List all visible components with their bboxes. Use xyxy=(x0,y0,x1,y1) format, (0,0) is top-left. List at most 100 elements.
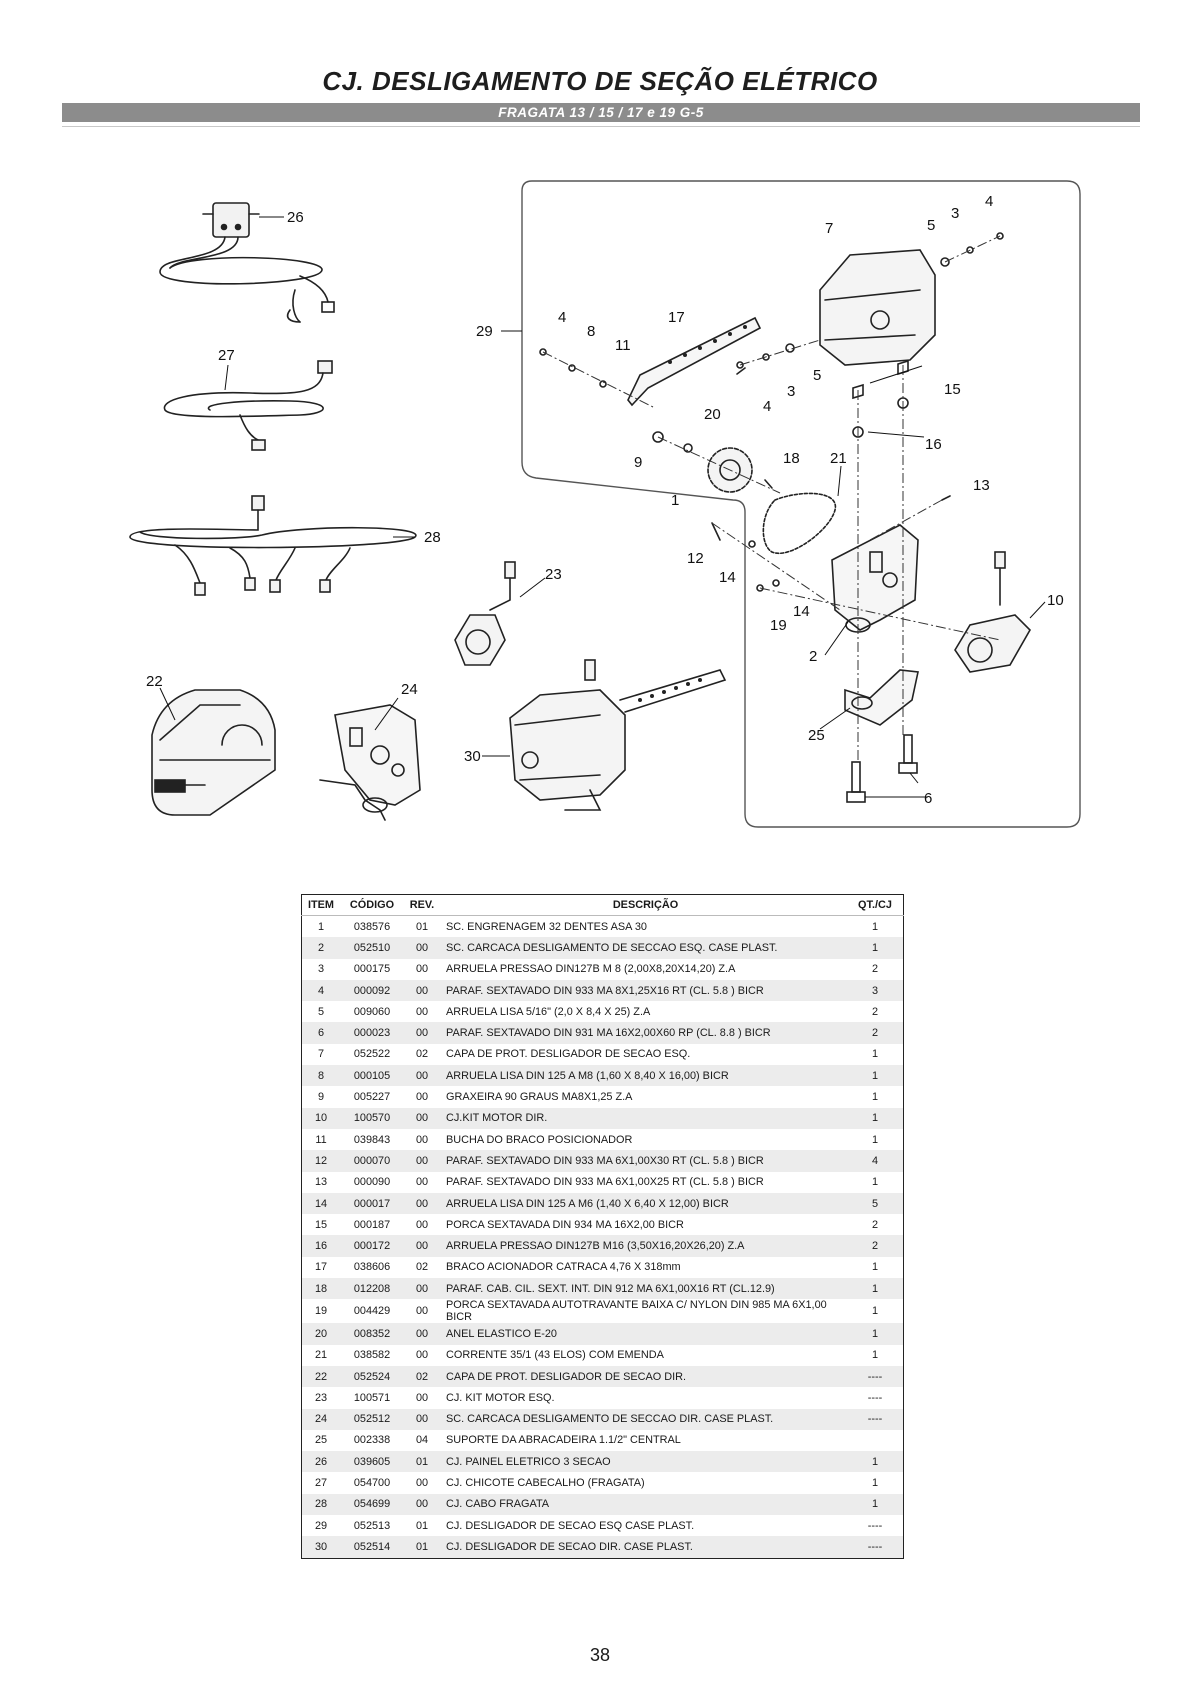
cell-item: 12 xyxy=(301,1150,340,1172)
model-subtitle-bar: FRAGATA 13 / 15 / 17 e 19 G-5 xyxy=(62,103,1140,122)
cell-rev: 02 xyxy=(404,1365,440,1388)
cell-codigo: 054699 xyxy=(340,1493,404,1516)
cell-codigo: 004429 xyxy=(340,1299,404,1324)
cell-descricao: ARRUELA PRESSAO DIN127B M 8 (2,00X8,20X1… xyxy=(440,958,847,980)
cell-codigo: 008352 xyxy=(340,1323,404,1345)
cell-descricao: PORCA SEXTAVADA DIN 934 MA 16X2,00 BICR xyxy=(440,1214,847,1236)
cell-codigo: 100571 xyxy=(340,1387,404,1409)
callout-numbers: 26 27 28 22 23 24 30 29 4 8 11 17 20 9 1… xyxy=(146,193,1064,807)
cell-codigo: 038576 xyxy=(340,915,404,938)
construction-lines xyxy=(542,235,1001,760)
callout-8: 8 xyxy=(587,323,595,340)
chain-21 xyxy=(762,492,837,555)
motor-kit-10 xyxy=(954,551,1031,673)
housing-2 xyxy=(831,524,919,633)
callout-19: 19 xyxy=(770,617,787,634)
cell-qt: ---- xyxy=(847,1536,904,1559)
housing-24 xyxy=(319,704,421,821)
cell-descricao: PARAF. SEXTAVADO DIN 933 MA 8X1,25X16 RT… xyxy=(440,979,847,1002)
cell-item: 29 xyxy=(301,1515,340,1537)
cell-item: 15 xyxy=(301,1214,340,1236)
callout-6: 6 xyxy=(924,790,932,807)
cell-codigo: 054700 xyxy=(340,1472,404,1494)
cell-descricao: PARAF. SEXTAVADO DIN 931 MA 16X2,00X60 R… xyxy=(440,1022,847,1044)
assembly-29-frame xyxy=(521,180,1081,828)
cell-qt: 5 xyxy=(847,1192,904,1215)
cell-qt: 1 xyxy=(847,1344,904,1366)
cell-descricao: PORCA SEXTAVADA AUTOTRAVANTE BAIXA C/ NY… xyxy=(440,1299,847,1324)
cell-codigo: 000105 xyxy=(340,1065,404,1087)
cell-item: 17 xyxy=(301,1256,340,1279)
cell-codigo: 100570 xyxy=(340,1107,404,1129)
callout-3-top: 3 xyxy=(951,205,959,222)
cell-item: 18 xyxy=(301,1278,340,1300)
cell-descricao: PARAF. SEXTAVADO DIN 933 MA 6X1,00X30 RT… xyxy=(440,1150,847,1172)
callout-27: 27 xyxy=(218,347,235,364)
cell-descricao: ARRUELA LISA DIN 125 A M8 (1,60 X 8,40 X… xyxy=(440,1065,847,1087)
cell-descricao: PARAF. SEXTAVADO DIN 933 MA 6X1,00X25 RT… xyxy=(440,1171,847,1193)
cell-item: 1 xyxy=(301,915,340,938)
cell-item: 11 xyxy=(301,1128,340,1151)
cell-rev: 00 xyxy=(404,979,440,1002)
cell-qt: ---- xyxy=(847,1387,904,1409)
table-header-row: ITEM CÓDIGO REV. DESCRIÇÃO QT./CJ xyxy=(301,894,904,916)
harness-27 xyxy=(163,360,333,451)
cell-qt: 2 xyxy=(847,1001,904,1023)
cell-codigo: 000172 xyxy=(340,1235,404,1257)
cell-qt: 1 xyxy=(847,1472,904,1494)
callout-26: 26 xyxy=(287,209,304,226)
header-rev: REV. xyxy=(404,894,440,916)
cell-qt: ---- xyxy=(847,1365,904,1388)
cell-descricao: CJ. CHICOTE CABECALHO (FRAGATA) xyxy=(440,1472,847,1494)
cell-qt: 4 xyxy=(847,1150,904,1172)
cell-descricao: PARAF. CAB. CIL. SEXT. INT. DIN 912 MA 6… xyxy=(440,1278,847,1300)
cell-item: 21 xyxy=(301,1344,340,1366)
arm-17 xyxy=(627,316,762,407)
motor-kit-23 xyxy=(454,561,516,666)
cell-rev: 00 xyxy=(404,1493,440,1516)
cell-descricao: ARRUELA LISA DIN 125 A M6 (1,40 X 6,40 X… xyxy=(440,1192,847,1215)
cell-codigo: 052524 xyxy=(340,1365,404,1388)
callout-4-top: 4 xyxy=(985,193,993,210)
cell-codigo: 000175 xyxy=(340,958,404,980)
cell-rev: 00 xyxy=(404,1192,440,1215)
cell-rev: 00 xyxy=(404,1387,440,1409)
cell-qt: 1 xyxy=(847,1043,904,1066)
cell-descricao: CAPA DE PROT. DESLIGADOR DE SECAO ESQ. xyxy=(440,1043,847,1066)
cell-codigo: 012208 xyxy=(340,1278,404,1300)
callout-20: 20 xyxy=(704,406,721,423)
callout-13: 13 xyxy=(973,477,990,494)
cell-rev: 00 xyxy=(404,1086,440,1108)
model-subtitle: FRAGATA 13 / 15 / 17 e 19 G-5 xyxy=(498,105,704,120)
cell-qt: 1 xyxy=(847,1299,904,1324)
callout-15: 15 xyxy=(944,381,961,398)
cell-rev: 00 xyxy=(404,1408,440,1430)
cell-codigo: 000023 xyxy=(340,1022,404,1044)
cell-descricao: ARRUELA PRESSAO DIN127B M16 (3,50X16,20X… xyxy=(440,1235,847,1257)
cell-descricao: CJ. CABO FRAGATA xyxy=(440,1493,847,1516)
cell-descricao: SC. CARCACA DESLIGAMENTO DE SECCAO DIR. … xyxy=(440,1408,847,1430)
divider xyxy=(62,126,1140,127)
cell-rev: 02 xyxy=(404,1256,440,1279)
cell-item: 10 xyxy=(301,1107,340,1129)
cell-item: 26 xyxy=(301,1451,340,1473)
cell-rev: 00 xyxy=(404,1065,440,1087)
callout-24: 24 xyxy=(401,681,418,698)
callout-17: 17 xyxy=(668,309,685,326)
cell-item: 23 xyxy=(301,1387,340,1409)
cell-codigo: 005227 xyxy=(340,1086,404,1108)
page-number: 38 xyxy=(589,1645,611,1665)
cell-codigo: 000017 xyxy=(340,1192,404,1215)
cell-qt: ---- xyxy=(847,1515,904,1537)
cell-rev: 00 xyxy=(404,1214,440,1236)
callout-3-mid: 3 xyxy=(787,383,795,400)
